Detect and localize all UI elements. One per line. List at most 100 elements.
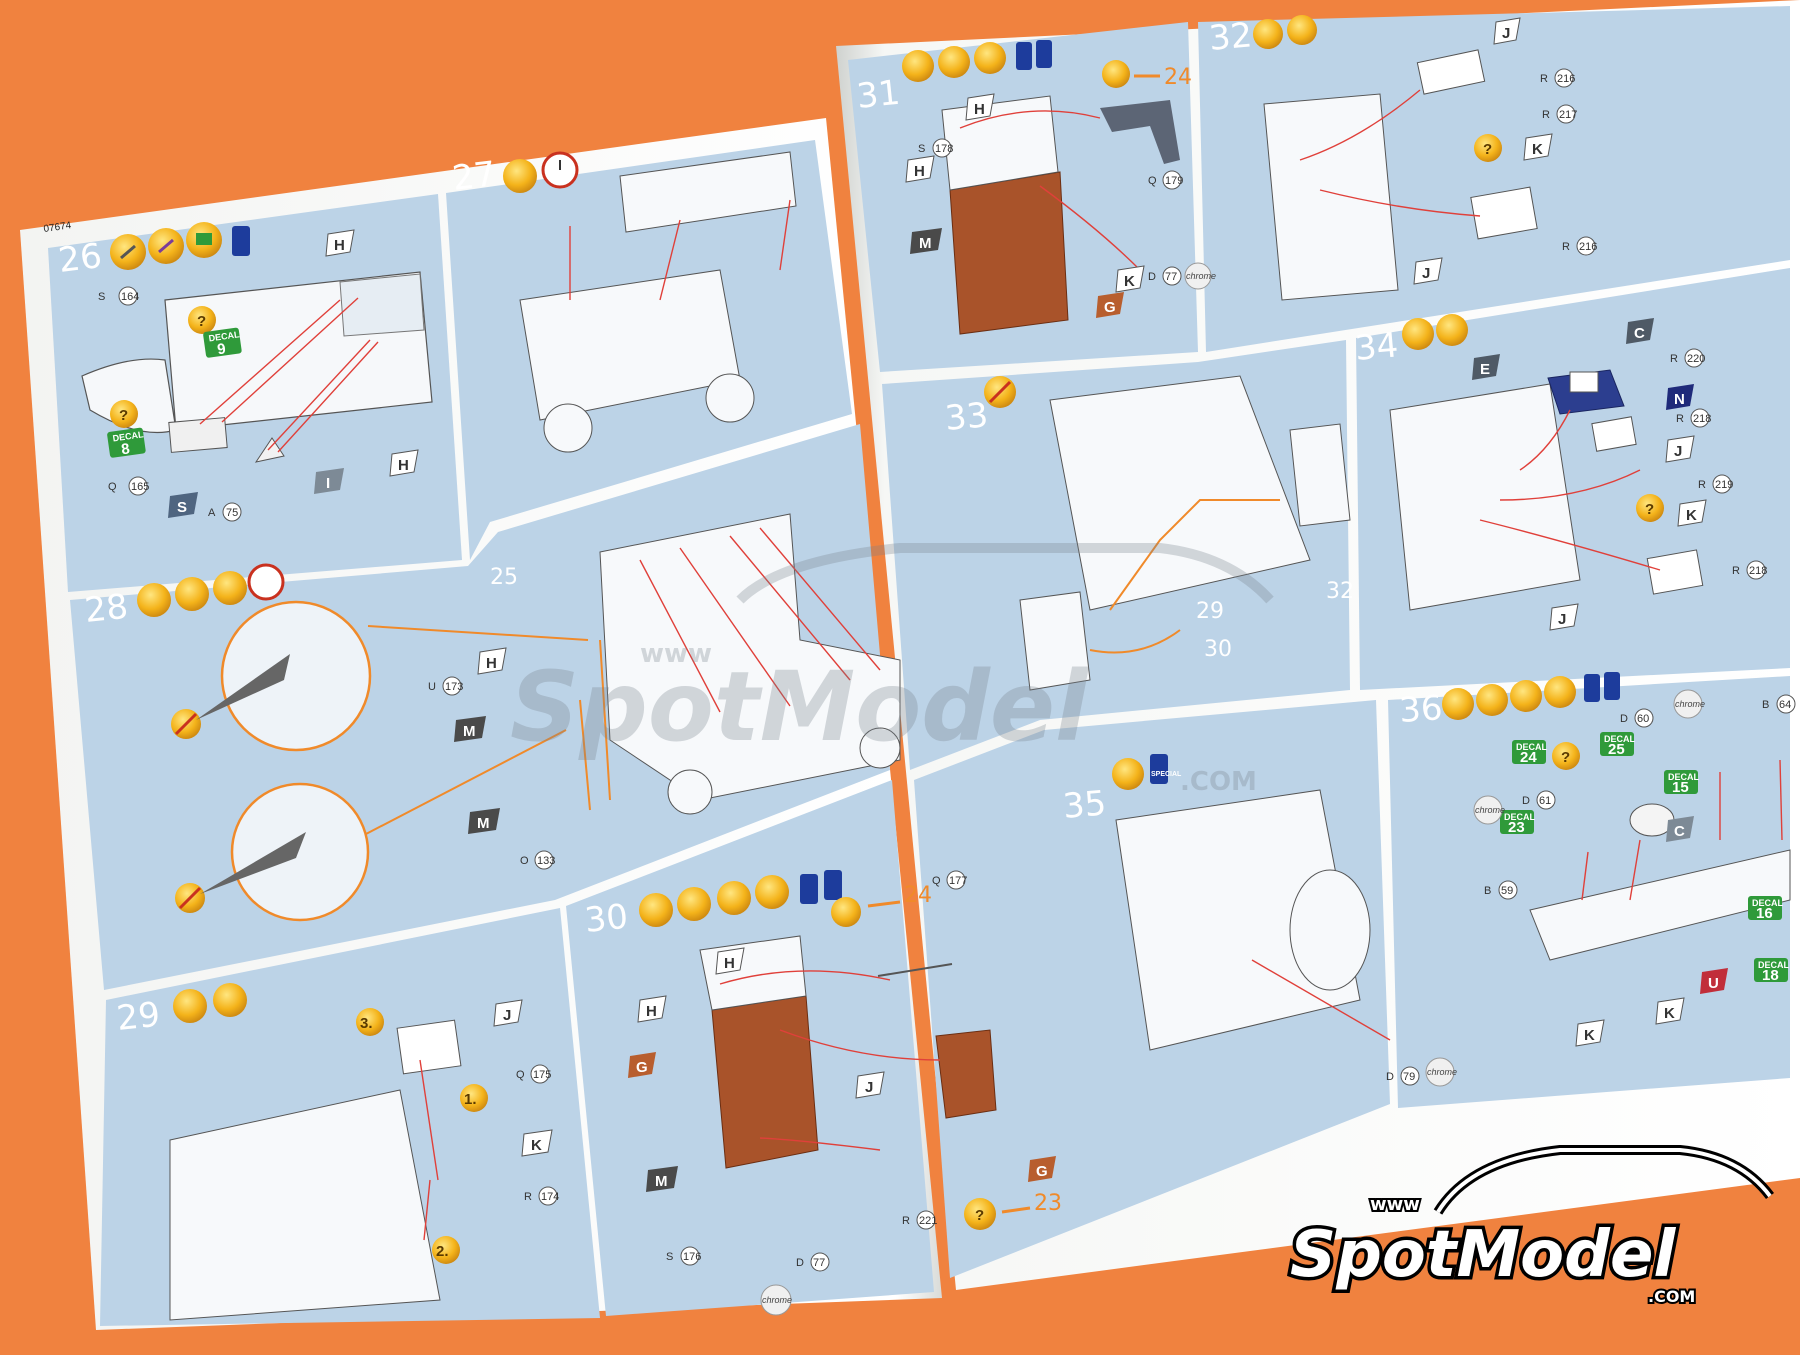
step-31: 31 24 H H M G K	[855, 40, 1216, 335]
wheel	[859, 727, 901, 769]
part-flag: H	[325, 229, 355, 257]
orange-guides	[579, 639, 611, 811]
svg-text:N: N	[1674, 391, 1685, 408]
part-callout: R 221	[902, 1210, 937, 1230]
triangle-part	[254, 437, 285, 463]
paint-brush-icon	[1436, 314, 1468, 346]
question-mark-glyph: ?	[197, 313, 206, 330]
panel-part	[1646, 549, 1704, 595]
step-35: 35 SPECIAL D 79 chrome	[1061, 754, 1457, 1087]
part-flag: K	[1115, 265, 1145, 293]
svg-text:2.: 2.	[436, 1243, 449, 1260]
decal-fluid-icon	[1016, 42, 1032, 70]
glue-icon	[1112, 758, 1144, 790]
part-flag: G	[1028, 1156, 1056, 1182]
part-flag: H	[715, 947, 745, 975]
part-flag: H	[637, 995, 667, 1023]
svg-text:C: C	[1634, 325, 1645, 342]
glue-icon	[902, 50, 934, 82]
orange-guides	[1089, 499, 1280, 654]
part-callout: Q 179	[1148, 170, 1183, 190]
special-fluid-icon	[1604, 672, 1620, 700]
svg-text:K: K	[1686, 507, 1697, 524]
glue-icon	[1402, 318, 1434, 350]
panel-part	[396, 1019, 462, 1075]
part-flag: H	[389, 449, 419, 477]
tool-icons	[110, 222, 250, 270]
part-flag: S	[168, 492, 198, 518]
svg-text:H: H	[398, 457, 409, 474]
step-number: 28	[83, 587, 130, 631]
svg-text:18: 18	[1762, 967, 1779, 984]
question-icon	[1474, 134, 1502, 162]
van-side-sketch	[1115, 789, 1361, 1051]
paint-icon	[1102, 60, 1130, 88]
decal-badge: DECAL 25	[1600, 732, 1636, 758]
step-26: 26 ? ? DECAL 9 DECAL	[56, 222, 433, 522]
svg-text:174: 174	[541, 1191, 559, 1203]
part-flag: J	[1493, 17, 1521, 45]
part-flag: J	[1413, 257, 1443, 285]
curtain-part	[1100, 100, 1180, 164]
spotmodel-logo: www SpotModel .COM	[1287, 1145, 1774, 1308]
svg-text:R: R	[1562, 241, 1570, 253]
part-callout: R 220	[1670, 348, 1705, 368]
panel-part	[1416, 49, 1486, 95]
assembly-arrows	[639, 527, 881, 713]
svg-text:B: B	[1762, 699, 1769, 711]
step-number: 27	[450, 154, 498, 199]
svg-text:D: D	[796, 1257, 804, 1269]
svg-text:J: J	[503, 1007, 511, 1024]
rear-door-sketch	[1263, 93, 1399, 301]
decal-fluid-icon	[1584, 674, 1600, 702]
step-29: 29 1. 2. 3. J K Q 175	[115, 983, 559, 1321]
paint-brush-icon	[213, 983, 247, 1017]
no-glue-slash	[178, 886, 202, 910]
svg-text:D: D	[1522, 795, 1530, 807]
part-callout: A 75	[208, 502, 242, 522]
part-flag: M	[454, 716, 486, 742]
svg-text:R: R	[1698, 479, 1706, 491]
svg-text:G: G	[1036, 1163, 1048, 1180]
sub-step-badge: 3.	[356, 1008, 384, 1036]
svg-text:chrome: chrome	[1475, 805, 1505, 815]
roof-panel	[619, 151, 797, 233]
svg-text:H: H	[914, 163, 925, 180]
svg-text:R: R	[1540, 73, 1548, 85]
chrome-badge: chrome	[1473, 795, 1505, 825]
step-number: 30	[583, 897, 630, 941]
svg-text:H: H	[486, 655, 497, 672]
svg-text:3.: 3.	[360, 1015, 373, 1032]
svg-text:79: 79	[1403, 1071, 1415, 1083]
logo-car-outline-inner	[1436, 1148, 1772, 1214]
part-flag: M	[468, 808, 500, 834]
special-fluid-icon	[824, 870, 842, 900]
decal-brush-icon	[717, 881, 751, 915]
svg-text:D: D	[1386, 1071, 1394, 1083]
decal-badge: DECAL 23	[1500, 810, 1536, 836]
chrome-badge: chrome	[1184, 262, 1216, 290]
zoom-leader	[365, 729, 567, 835]
svg-text:16: 16	[1756, 905, 1773, 922]
assembly-arrows	[719, 970, 941, 1151]
paint-brush-icon	[677, 887, 711, 921]
part-flag: M	[910, 228, 942, 254]
svg-text:S: S	[666, 1251, 673, 1263]
step-number: 35	[1061, 783, 1108, 827]
decal-badge: DECAL 15	[1664, 770, 1700, 796]
svg-text:M: M	[463, 723, 476, 740]
watermark-com: .COM	[1180, 767, 1257, 797]
svg-text:S: S	[98, 291, 105, 303]
part-callout: U 173	[428, 676, 463, 696]
zoom-leader	[367, 625, 589, 641]
ref-arrow	[867, 900, 901, 908]
door-panel-brown	[949, 171, 1069, 335]
decal-brush-icon	[1510, 680, 1542, 712]
svg-text:133: 133	[537, 855, 555, 867]
step-32: 32 ? J K J R 216 R 217	[1207, 15, 1597, 301]
svg-text:R: R	[902, 1215, 910, 1227]
step-reference: 29	[1196, 599, 1224, 624]
brush-glyph	[158, 238, 174, 254]
special-fluid-icon	[1036, 40, 1052, 68]
